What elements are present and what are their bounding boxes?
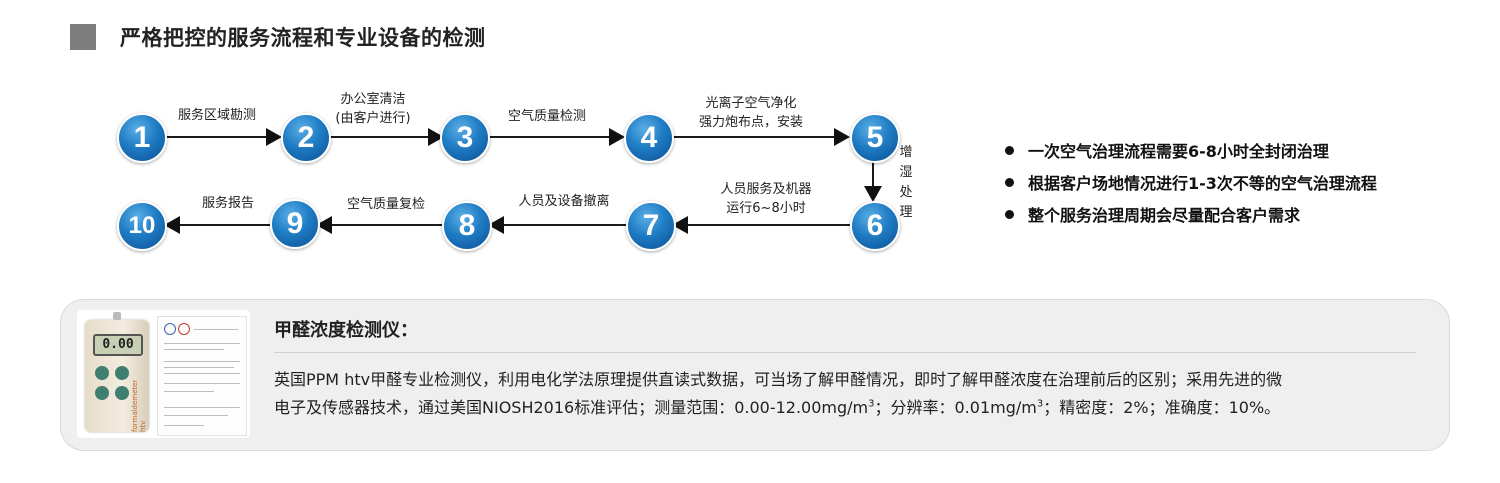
bullet-text: 整个服务治理周期会尽量配合客户需求	[1028, 206, 1301, 225]
section-marker	[70, 24, 96, 50]
step-label-5-char2: 湿	[899, 165, 913, 180]
card-description: 英国PPM htv甲醛专业检测仪，利用电化学法原理提供直读式数据，可当场了解甲醛…	[274, 366, 1424, 422]
connector-9-10	[180, 224, 274, 226]
connector-6-7	[688, 224, 850, 226]
connector-5-6	[872, 160, 874, 190]
arrow-9-10	[164, 216, 180, 234]
step-node-10: 10	[117, 201, 167, 251]
step-label-4-line1: 光离子空气净化	[705, 96, 797, 111]
arrow-1-2	[266, 128, 282, 146]
step-label-9: 服务报告	[201, 196, 254, 211]
connector-3-4	[486, 136, 616, 138]
description-line-2c: ；精密度：2%；准确度：10%。	[1043, 398, 1281, 417]
connector-8-9	[332, 224, 444, 226]
step-node-9: 9	[270, 199, 320, 249]
arrow-7-8	[488, 216, 504, 234]
bullet-list: 一次空气治理流程需要6-8小时全封闭治理 根据客户场地情况进行1-3次不等的空气…	[1005, 134, 1377, 230]
connector-4-5	[670, 136, 840, 138]
step-label-1: 服务区域勘测	[177, 108, 256, 123]
step-node-4: 4	[624, 113, 674, 163]
step-label-5-char3: 处	[899, 185, 913, 200]
step-label-4-line2: 强力炮布点，安装	[698, 115, 803, 130]
bullet-item: 整个服务治理周期会尽量配合客户需求	[1005, 198, 1377, 230]
bullet-item: 一次空气治理流程需要6-8小时全封闭治理	[1005, 134, 1377, 166]
step-label-8: 空气质量复检	[346, 197, 425, 212]
arrow-3-4	[609, 128, 625, 146]
arrow-4-5	[834, 128, 850, 146]
step-label-6-line1: 人员服务及机器	[720, 182, 812, 197]
description-line-1: 英国PPM htv甲醛专业检测仪，利用电化学法原理提供直读式数据，可当场了解甲醛…	[274, 370, 1283, 389]
device-button-icon	[95, 366, 109, 380]
device-photo: 0.00 formaldemeter htv	[77, 310, 250, 438]
step-label-3: 空气质量检测	[507, 109, 586, 124]
arrow-5-6	[864, 186, 882, 202]
bullet-text: 根据客户场地情况进行1-3次不等的空气治理流程	[1028, 174, 1377, 193]
bullet-dot-icon	[1005, 145, 1014, 155]
certificate-document-image	[157, 316, 247, 436]
arrow-8-9	[316, 216, 332, 234]
device-button-icon	[115, 386, 129, 400]
superscript-3: 3	[868, 398, 875, 410]
step-label-6-line2: 运行6~8小时	[726, 201, 806, 216]
description-line-2a: 电子及传感器技术，通过美国NIOSH2016标准评估；测量范围：0.00-12.…	[274, 398, 869, 417]
device-button-icon	[115, 366, 129, 380]
step-node-2: 2	[281, 113, 331, 163]
device-brand-label: formaldemeter htv	[131, 379, 147, 432]
bullet-text: 一次空气治理流程需要6-8小时全封闭治理	[1028, 142, 1329, 161]
step-label-2-line2: (由客户进行)	[335, 111, 411, 126]
step-node-6: 6	[850, 201, 900, 251]
step-node-1: 1	[117, 113, 167, 163]
arrow-6-7	[672, 216, 688, 234]
connector-1-2	[163, 136, 273, 138]
section-title: 严格把控的服务流程和专业设备的检测	[120, 26, 486, 50]
device-info-card: 0.00 formaldemeter htv 甲醛浓度检测仪： 英国PPM ht…	[60, 299, 1450, 451]
superscript-3: 3	[1036, 398, 1044, 410]
description-line-2b: ；分辨率：0.01mg/m	[874, 398, 1037, 417]
device-display: 0.00	[93, 334, 143, 356]
formaldehyde-meter-image: 0.00 formaldemeter htv	[85, 312, 149, 432]
step-node-8: 8	[442, 201, 492, 251]
card-title: 甲醛浓度检测仪：	[274, 320, 418, 341]
connector-7-8	[504, 224, 630, 226]
connector-2-3	[327, 136, 437, 138]
service-flow-diagram: 1 2 3 4 5 6 7 8 9 10 服务区域勘测 办公室清洁 (由客户进行…	[0, 0, 1000, 280]
step-label-7: 人员及设备撤离	[518, 194, 610, 209]
device-button-icon	[95, 386, 109, 400]
step-label-5-char1: 增	[899, 145, 913, 160]
card-divider	[274, 352, 1416, 353]
bullet-dot-icon	[1005, 177, 1014, 187]
bullet-dot-icon	[1005, 209, 1014, 219]
step-node-7: 7	[626, 201, 676, 251]
step-node-3: 3	[440, 113, 490, 163]
bullet-item: 根据客户场地情况进行1-3次不等的空气治理流程	[1005, 166, 1377, 198]
step-label-2-line1: 办公室清洁	[340, 92, 406, 107]
step-node-5: 5	[850, 113, 900, 163]
step-label-5-char4: 理	[899, 205, 913, 220]
